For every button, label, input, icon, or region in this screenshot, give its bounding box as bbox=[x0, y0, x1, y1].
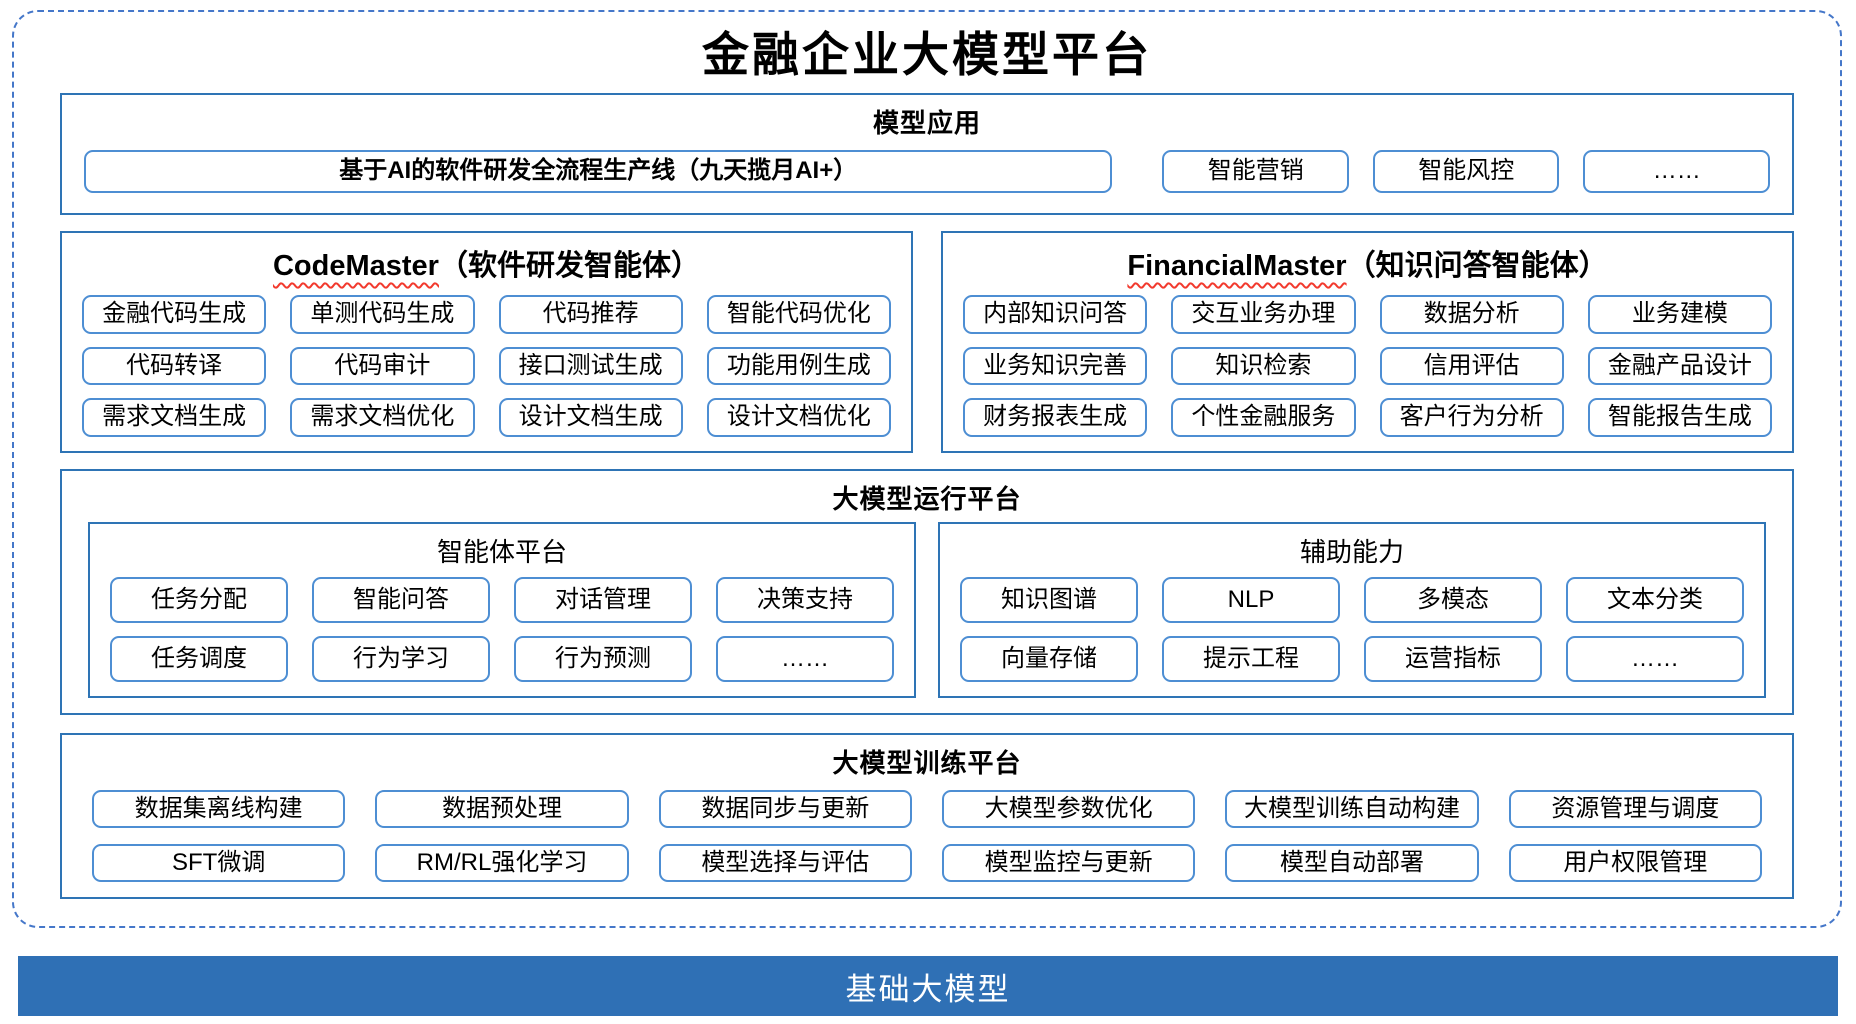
capability-box: 需求文档生成 bbox=[82, 398, 267, 437]
capability-box: 大模型参数优化 bbox=[941, 790, 1196, 828]
codemaster-panel: CodeMaster（软件研发智能体） 金融代码生成单测代码生成代码推荐智能代码… bbox=[60, 231, 913, 453]
capability-box: 设计文档生成 bbox=[498, 398, 683, 437]
capability-box: 知识图谱 bbox=[960, 577, 1138, 623]
training-platform-section: 大模型训练平台 数据集离线构建数据预处理数据同步与更新大模型参数优化大模型训练自… bbox=[60, 733, 1794, 899]
capability-box: 代码审计 bbox=[290, 346, 475, 386]
capability-box: 用户权限管理 bbox=[1508, 844, 1762, 882]
financialmaster-capabilities: 内部知识问答交互业务办理数据分析业务建模业务知识完善知识检索信用评估金融产品设计… bbox=[943, 287, 1792, 451]
capability-box: 多模态 bbox=[1364, 577, 1542, 623]
capability-box: 数据同步与更新 bbox=[658, 790, 912, 828]
financialmaster-title-en: FinancialMaster bbox=[1127, 250, 1347, 282]
model-application-row: 基于AI的软件研发全流程生产线（九天揽月AI+） 智能营销智能风控 …… bbox=[62, 142, 1792, 213]
capability-box: 任务调度 bbox=[110, 636, 288, 682]
runtime-inner-row: 智能体平台 任务分配智能问答对话管理决策支持任务调度行为学习行为预测 …… 辅助能… bbox=[62, 518, 1792, 713]
codemaster-title: CodeMaster（软件研发智能体） bbox=[62, 233, 911, 287]
capability-box: 数据预处理 bbox=[375, 790, 629, 828]
capability-box: 接口测试生成 bbox=[498, 346, 683, 386]
capability-box: 代码推荐 bbox=[498, 295, 683, 334]
capability-box: 信用评估 bbox=[1379, 346, 1564, 386]
capability-box: …… bbox=[1566, 636, 1744, 682]
capability-box: 需求文档优化 bbox=[290, 398, 475, 437]
capability-box: 智能报告生成 bbox=[1587, 398, 1772, 437]
capability-box: NLP bbox=[1162, 577, 1340, 623]
agent-platform-capabilities: 任务分配智能问答对话管理决策支持任务调度行为学习行为预测 …… bbox=[90, 569, 914, 696]
application-box: 智能风控 bbox=[1372, 150, 1560, 193]
agents-row: CodeMaster（软件研发智能体） 金融代码生成单测代码生成代码推荐智能代码… bbox=[60, 231, 1794, 453]
agent-platform-subpanel: 智能体平台 任务分配智能问答对话管理决策支持任务调度行为学习行为预测 …… bbox=[88, 522, 916, 698]
capability-box: 运营指标 bbox=[1364, 636, 1542, 682]
training-capabilities: 数据集离线构建数据预处理数据同步与更新大模型参数优化大模型训练自动构建资源管理与… bbox=[62, 782, 1792, 897]
auxiliary-subpanel: 辅助能力 知识图谱 NLP 多模态文本分类向量存储提示工程运营指标 …… bbox=[938, 522, 1766, 698]
capability-box: …… bbox=[716, 636, 894, 682]
capability-box: 行为预测 bbox=[514, 636, 692, 682]
model-application-title: 模型应用 bbox=[872, 108, 981, 138]
capability-box: 业务知识完善 bbox=[963, 346, 1148, 386]
capability-box: 业务建模 bbox=[1587, 295, 1772, 334]
auxiliary-title: 辅助能力 bbox=[1299, 537, 1404, 567]
capability-box: 财务报表生成 bbox=[963, 398, 1148, 437]
codemaster-title-en: CodeMaster bbox=[272, 250, 439, 282]
runtime-platform-title: 大模型运行平台 bbox=[832, 484, 1022, 514]
agent-platform-title: 智能体平台 bbox=[436, 537, 567, 567]
application-box: …… bbox=[1583, 150, 1770, 193]
capability-box: 个性金融服务 bbox=[1171, 398, 1356, 437]
model-application-section: 模型应用 基于AI的软件研发全流程生产线（九天揽月AI+） 智能营销智能风控 …… bbox=[60, 93, 1794, 215]
financialmaster-title: FinancialMaster（知识问答智能体） bbox=[943, 233, 1792, 287]
capability-box: 大模型训练自动构建 bbox=[1225, 790, 1479, 828]
capability-box: 向量存储 bbox=[960, 636, 1138, 682]
capability-box: 资源管理与调度 bbox=[1508, 790, 1762, 828]
page-title: 金融企业大模型平台 bbox=[702, 28, 1152, 83]
foundation-model-label: 基础大模型 bbox=[845, 971, 1011, 1007]
capability-box: 交互业务办理 bbox=[1171, 295, 1356, 334]
capability-box: 单测代码生成 bbox=[290, 295, 475, 334]
model-application-buttons: 智能营销智能风控 …… bbox=[1162, 150, 1770, 193]
capability-box: 智能代码优化 bbox=[706, 295, 891, 334]
capability-box: 功能用例生成 bbox=[706, 346, 891, 386]
capability-box: 模型监控与更新 bbox=[941, 844, 1196, 882]
capability-box: 对话管理 bbox=[514, 577, 692, 623]
financialmaster-panel: FinancialMaster（知识问答智能体） 内部知识问答交互业务办理数据分… bbox=[941, 231, 1794, 453]
capability-box: 任务分配 bbox=[110, 577, 288, 623]
capability-box: 客户行为分析 bbox=[1379, 398, 1564, 437]
financialmaster-title-suffix: （知识问答智能体） bbox=[1346, 250, 1608, 282]
capability-box: 模型选择与评估 bbox=[658, 844, 912, 882]
ai-pipeline-box: 基于AI的软件研发全流程生产线（九天揽月AI+） bbox=[84, 150, 1113, 193]
capability-box: 数据集离线构建 bbox=[92, 790, 346, 828]
capability-box: 数据分析 bbox=[1379, 295, 1564, 334]
capability-box: 行为学习 bbox=[312, 636, 490, 682]
capability-box: 内部知识问答 bbox=[963, 295, 1148, 334]
training-platform-title: 大模型训练平台 bbox=[832, 748, 1022, 778]
capability-box: SFT微调 bbox=[92, 844, 346, 882]
capability-box: 设计文档优化 bbox=[706, 398, 891, 437]
auxiliary-capabilities: 知识图谱 NLP 多模态文本分类向量存储提示工程运营指标 …… bbox=[940, 569, 1764, 696]
capability-box: 金融代码生成 bbox=[82, 295, 267, 334]
codemaster-title-suffix: （软件研发智能体） bbox=[438, 250, 700, 282]
capability-box: 决策支持 bbox=[716, 577, 894, 623]
platform-dashed-frame: 金融企业大模型平台 模型应用 基于AI的软件研发全流程生产线（九天揽月AI+） … bbox=[12, 10, 1842, 928]
application-box: 智能营销 bbox=[1162, 150, 1349, 193]
capability-box: RM/RL强化学习 bbox=[375, 844, 629, 882]
capability-box: 智能问答 bbox=[312, 577, 490, 623]
capability-box: 文本分类 bbox=[1566, 577, 1744, 623]
capability-box: 金融产品设计 bbox=[1587, 346, 1772, 386]
capability-box: 提示工程 bbox=[1162, 636, 1340, 682]
foundation-model-bar: 基础大模型 bbox=[18, 956, 1838, 1016]
capability-box: 代码转译 bbox=[82, 346, 267, 386]
capability-box: 模型自动部署 bbox=[1225, 844, 1479, 882]
codemaster-capabilities: 金融代码生成单测代码生成代码推荐智能代码优化代码转译代码审计接口测试生成功能用例… bbox=[62, 287, 911, 451]
capability-box: 知识检索 bbox=[1171, 346, 1356, 386]
runtime-platform-section: 大模型运行平台 智能体平台 任务分配智能问答对话管理决策支持任务调度行为学习行为… bbox=[60, 469, 1794, 715]
